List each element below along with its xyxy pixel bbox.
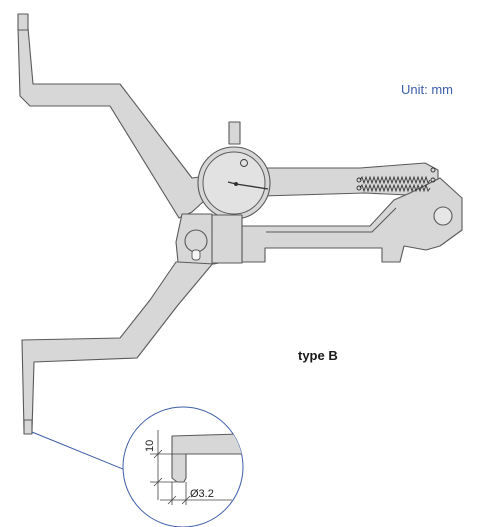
spring-pin-2 bbox=[356, 185, 362, 191]
beam-slot bbox=[266, 207, 397, 233]
pivot-hole bbox=[433, 206, 453, 226]
detail-leader-line bbox=[31, 431, 141, 477]
lock-knob bbox=[184, 229, 208, 253]
dial-needle bbox=[235, 183, 269, 190]
dim-diameter-label: Ø3.2 bbox=[190, 488, 214, 500]
dial-needle-tail bbox=[227, 181, 237, 185]
spring-pin-4 bbox=[430, 177, 436, 183]
lower-arm bbox=[21, 261, 215, 431]
spring-upper bbox=[359, 175, 431, 185]
unit-label: Unit: mm bbox=[401, 82, 453, 97]
dim-tick-top bbox=[153, 449, 163, 459]
dial-stem bbox=[228, 121, 241, 145]
spring-pin-1 bbox=[356, 177, 362, 183]
dim-tick-right bbox=[181, 495, 191, 505]
spring-pin-3 bbox=[430, 167, 436, 173]
upper-jaw-tip bbox=[17, 13, 29, 31]
dial-sleeve bbox=[211, 214, 243, 264]
dim-tick-bottom bbox=[153, 477, 163, 487]
detail-jaw-body bbox=[171, 433, 243, 483]
lower-beam bbox=[241, 177, 463, 263]
springs bbox=[356, 167, 436, 193]
lock-knob-slot bbox=[191, 249, 201, 261]
lower-jaw-tip bbox=[23, 419, 33, 435]
type-label: type B bbox=[298, 348, 338, 363]
detail-view: 10 Ø3.2 bbox=[122, 406, 244, 527]
dim-height-label: 10 bbox=[144, 440, 156, 452]
spring-lower bbox=[359, 183, 431, 193]
dial-logo-icon bbox=[240, 159, 248, 167]
dim-tick-left bbox=[167, 495, 177, 505]
upper-arm bbox=[17, 27, 215, 219]
